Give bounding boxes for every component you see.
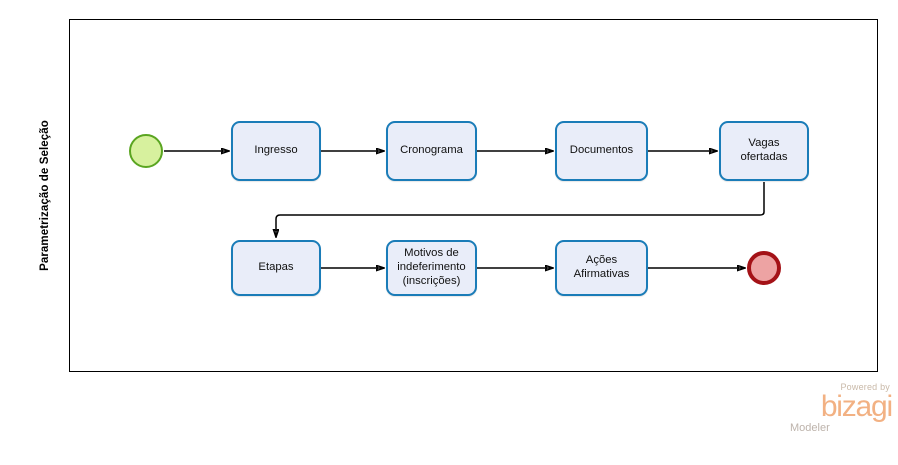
task-label: Vagas ofertadas: [740, 137, 788, 163]
bizagi-edition-label: Modeler: [790, 421, 830, 434]
task-etapas[interactable]: Etapas: [231, 240, 321, 296]
start-event[interactable]: [129, 134, 163, 168]
task-acoes-afirmativas[interactable]: Ações Afirmativas: [555, 240, 648, 296]
task-label: Ações Afirmativas: [573, 254, 630, 280]
task-motivos-indeferimento[interactable]: Motivos de indeferimento (inscrições): [386, 240, 477, 296]
task-vagas-ofertadas[interactable]: Vagas ofertadas: [719, 121, 809, 181]
task-label: Etapas: [258, 261, 294, 274]
lane-header: Parametrização de Seleção: [20, 19, 70, 372]
task-label: Cronograma: [400, 144, 463, 157]
task-label: Motivos de indeferimento (inscrições): [397, 247, 466, 287]
end-event[interactable]: [747, 251, 781, 285]
task-cronograma[interactable]: Cronograma: [386, 121, 477, 181]
task-documentos[interactable]: Documentos: [555, 121, 648, 181]
task-ingresso[interactable]: Ingresso: [231, 121, 321, 181]
bizagi-branding: Powered by bizagi Modeler: [786, 382, 893, 435]
powered-by-label: Powered by: [840, 382, 890, 392]
bizagi-logo-text: bizagi: [820, 390, 893, 423]
task-label: Ingresso: [254, 144, 298, 157]
process-pool: [20, 19, 878, 372]
lane-label: Parametrização de Seleção: [39, 120, 51, 271]
task-label: Documentos: [569, 144, 634, 157]
